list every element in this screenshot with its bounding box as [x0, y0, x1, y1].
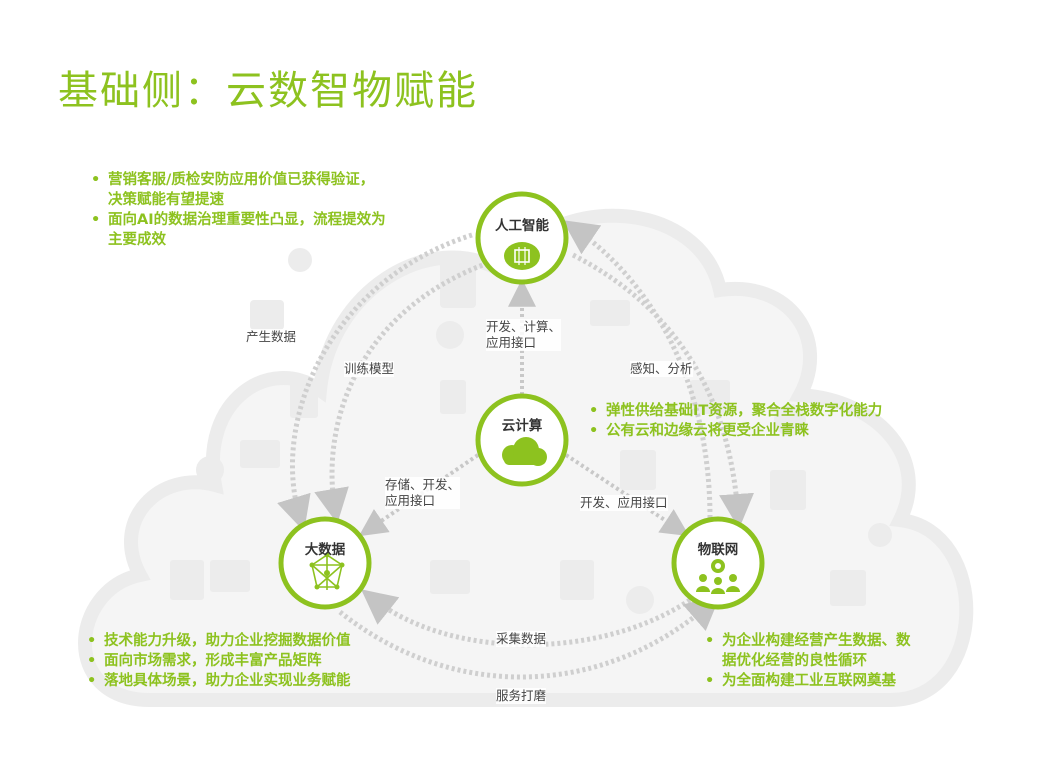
- connected-people-icon: [696, 559, 740, 594]
- edge-label-cloud-bigdata: 存储、开发、 应用接口: [385, 477, 461, 509]
- edge-label-cloud-bigdata-line2: 应用接口: [385, 493, 436, 508]
- arc-iot-to-ai: [562, 220, 713, 519]
- edge-label-produce-data: 产生数据: [246, 329, 297, 345]
- arc-ai-to-iot: [571, 252, 754, 529]
- node-ai-circle: [475, 191, 569, 285]
- bullets-ai: 营销客服/质检安防应用价值已获得验证， 决策赋能有望提速 面向AI的数据治理重要…: [86, 170, 466, 250]
- arrow-cloud-to-iot: [564, 453, 690, 537]
- bullet-iot-2: 为全面构建工业互联网奠基: [700, 671, 1000, 691]
- bullets-iot: 为企业构建经营产生数据、数 据优化经营的良性循环 为全面构建工业互联网奠基: [700, 631, 1000, 691]
- edge-label-cloud-bigdata-line1: 存储、开发、: [385, 477, 461, 492]
- node-ai-label: 人工智能: [495, 218, 549, 234]
- arc-iot-to-bigdata: [361, 589, 692, 648]
- cloud-icon: [502, 437, 547, 466]
- arc-bigdata-to-ai: [314, 260, 489, 524]
- brain-chip-icon: [504, 242, 540, 270]
- node-iot-label: 物联网: [697, 542, 739, 558]
- edge-label-train-model: 训练模型: [344, 361, 395, 377]
- bullet-bigdata-2: 面向市场需求，形成丰富产品矩阵: [82, 651, 462, 671]
- node-bigdata-label: 大数据: [304, 542, 346, 558]
- edge-label-cloud-ai-line1: 开发、计算、: [486, 319, 562, 334]
- bullets-bigdata: 技术能力升级，助力企业挖掘数据价值 面向市场需求，形成丰富产品矩阵 落地具体场景…: [82, 631, 462, 691]
- bullet-bigdata-1: 技术能力升级，助力企业挖掘数据价值: [82, 631, 462, 651]
- node-bigdata-circle: [278, 516, 372, 610]
- bullet-cloud-2: 公有云和边缘云将更受企业青睐: [584, 421, 964, 441]
- edge-label-cloud-ai-line2: 应用接口: [486, 335, 537, 350]
- network-mesh-icon: [309, 552, 345, 590]
- arc-ai-to-bigdata: [277, 232, 473, 532]
- page-title: 基础侧：云数智物赋能: [58, 68, 478, 114]
- bullet-ai-2: 面向AI的数据治理重要性凸显，流程提效为 主要成效: [86, 210, 466, 250]
- edge-label-cloud-iot: 开发、应用接口: [580, 495, 668, 511]
- edge-label-service-polish: 服务打磨: [496, 688, 547, 704]
- node-cloud-label: 云计算: [501, 418, 543, 434]
- bullet-cloud-1: 弹性供给基础IT资源，聚合全栈数字化能力: [584, 401, 964, 421]
- bullet-ai-1: 营销客服/质检安防应用价值已获得验证， 决策赋能有望提速: [86, 170, 466, 210]
- edge-label-collect-data: 采集数据: [496, 631, 547, 647]
- edge-label-cloud-ai: 开发、计算、 应用接口: [486, 319, 562, 351]
- bullet-bigdata-3: 落地具体场景，助力企业实现业务赋能: [82, 671, 462, 691]
- edge-label-sense-analyze: 感知、分析: [630, 361, 693, 377]
- bullets-cloud: 弹性供给基础IT资源，聚合全栈数字化能力 公有云和边缘云将更受企业青睐: [584, 401, 964, 441]
- bullet-iot-1: 为企业构建经营产生数据、数 据优化经营的良性循环: [700, 631, 1000, 671]
